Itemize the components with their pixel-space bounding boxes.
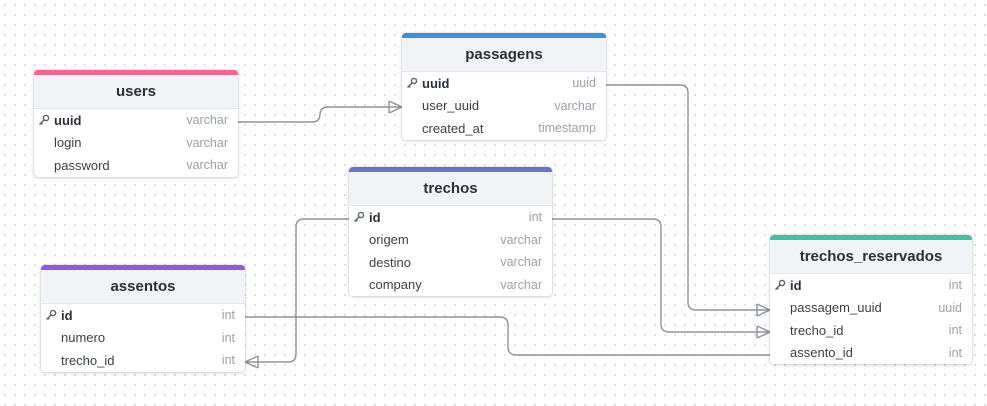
field-row-user-uuid[interactable]: user_uuid varchar <box>402 95 606 118</box>
relation-passagens-trechos-reservados <box>606 84 770 311</box>
field-name-cell: uuid <box>402 76 449 91</box>
table-title[interactable]: users <box>34 75 238 109</box>
field-row-password[interactable]: password varchar <box>34 154 238 177</box>
table-color-bar <box>349 167 552 172</box>
field-type: int <box>221 353 235 368</box>
field-type: varchar <box>186 135 228 150</box>
field-name-cell: user_uuid <box>402 98 479 113</box>
field-name: password <box>54 157 110 173</box>
table-color-bar <box>34 70 238 75</box>
field-type: int <box>221 330 235 345</box>
field-name-cell: origem <box>349 232 409 247</box>
field-name: numero <box>61 330 106 346</box>
field-name: login <box>54 135 82 151</box>
field-name-cell: uuid <box>34 113 81 128</box>
table-color-bar <box>41 265 245 270</box>
field-type: int <box>948 278 962 293</box>
relation-trechos-trechos-reservados <box>552 218 770 333</box>
table-title[interactable]: trechos_reservados <box>770 240 972 274</box>
field-name: id <box>369 209 381 225</box>
field-name: trecho_id <box>790 322 844 338</box>
key-icon <box>41 309 61 321</box>
relation-assentos-trechos-reservados <box>245 316 770 356</box>
field-name-cell: id <box>41 308 73 323</box>
field-type: int <box>528 210 542 225</box>
key-icon <box>34 114 54 126</box>
table-title[interactable]: trechos <box>349 172 552 206</box>
field-row-passagem-uuid[interactable]: passagem_uuid uuid <box>770 297 972 320</box>
crow-foot-icon <box>388 100 403 114</box>
field-type: varchar <box>554 98 596 113</box>
field-name-cell: created_at <box>402 121 483 136</box>
table-color-bar <box>402 33 606 38</box>
field-name: uuid <box>54 112 82 128</box>
relation-users-passagens <box>238 106 402 123</box>
field-row-origem[interactable]: origem varchar <box>349 229 552 252</box>
field-row-destino[interactable]: destino varchar <box>349 251 552 274</box>
field-name: id <box>790 277 802 293</box>
field-row-id[interactable]: id int <box>770 274 972 297</box>
table-assentos[interactable]: assentos id int numero int trecho_id int <box>41 265 245 372</box>
field-name: id <box>61 307 73 323</box>
field-type: varchar <box>186 113 228 128</box>
field-name: company <box>369 277 422 293</box>
field-name-cell: company <box>349 277 422 292</box>
field-row-uuid[interactable]: uuid uuid <box>402 72 606 95</box>
key-icon <box>349 211 369 223</box>
table-color-bar <box>770 235 972 240</box>
field-name-cell: password <box>34 158 110 173</box>
field-name: user_uuid <box>422 98 480 114</box>
field-name-cell: trecho_id <box>770 323 843 338</box>
field-row-numero[interactable]: numero int <box>41 327 245 350</box>
field-name: created_at <box>422 120 484 136</box>
field-type: varchar <box>500 232 542 247</box>
field-row-id[interactable]: id int <box>349 206 552 229</box>
field-row-trecho-id[interactable]: trecho_id int <box>41 349 245 372</box>
key-icon <box>770 279 790 291</box>
field-name-cell: login <box>34 135 81 150</box>
field-name-cell: numero <box>41 330 105 345</box>
field-row-assento-id[interactable]: assento_id int <box>770 342 972 365</box>
field-name-cell: destino <box>349 255 411 270</box>
crow-foot-icon <box>244 355 259 369</box>
table-trechos[interactable]: trechos id int origem varchar destino varchar… <box>349 167 552 296</box>
relation-trechos-assentos <box>245 218 349 363</box>
field-type: int <box>948 323 962 338</box>
table-users[interactable]: users uuid varchar login varchar password var… <box>34 70 238 177</box>
field-row-id[interactable]: id int <box>41 304 245 327</box>
field-name-cell: id <box>349 210 381 225</box>
table-trechos-reservados[interactable]: trechos_reservados id int passagem_uuid uui… <box>770 235 972 364</box>
field-type: int <box>221 308 235 323</box>
field-name: uuid <box>422 75 450 91</box>
field-name-cell: id <box>770 278 802 293</box>
field-row-company[interactable]: company varchar <box>349 274 552 297</box>
field-name: trecho_id <box>61 352 115 368</box>
field-type: timestamp <box>538 121 596 136</box>
field-type: varchar <box>500 255 542 270</box>
crow-foot-icon <box>756 303 771 317</box>
crow-foot-icon <box>756 325 771 339</box>
field-row-login[interactable]: login varchar <box>34 132 238 155</box>
field-name: assento_id <box>790 345 853 361</box>
field-name-cell: assento_id <box>770 345 853 360</box>
field-type: uuid <box>572 76 596 91</box>
field-row-created-at[interactable]: created_at timestamp <box>402 117 606 140</box>
field-row-trecho-id[interactable]: trecho_id int <box>770 319 972 342</box>
key-icon <box>402 77 422 89</box>
field-name: passagem_uuid <box>790 300 882 316</box>
field-type: int <box>948 345 962 360</box>
field-type: varchar <box>500 277 542 292</box>
field-name-cell: passagem_uuid <box>770 300 882 315</box>
table-title[interactable]: assentos <box>41 270 245 304</box>
field-name-cell: trecho_id <box>41 353 114 368</box>
field-row-uuid[interactable]: uuid varchar <box>34 109 238 132</box>
field-name: origem <box>369 232 409 248</box>
field-type: varchar <box>186 158 228 173</box>
field-type: uuid <box>938 300 962 315</box>
field-name: destino <box>369 254 411 270</box>
table-passagens[interactable]: passagens uuid uuid user_uuid varchar create… <box>402 33 606 140</box>
table-title[interactable]: passagens <box>402 38 606 72</box>
